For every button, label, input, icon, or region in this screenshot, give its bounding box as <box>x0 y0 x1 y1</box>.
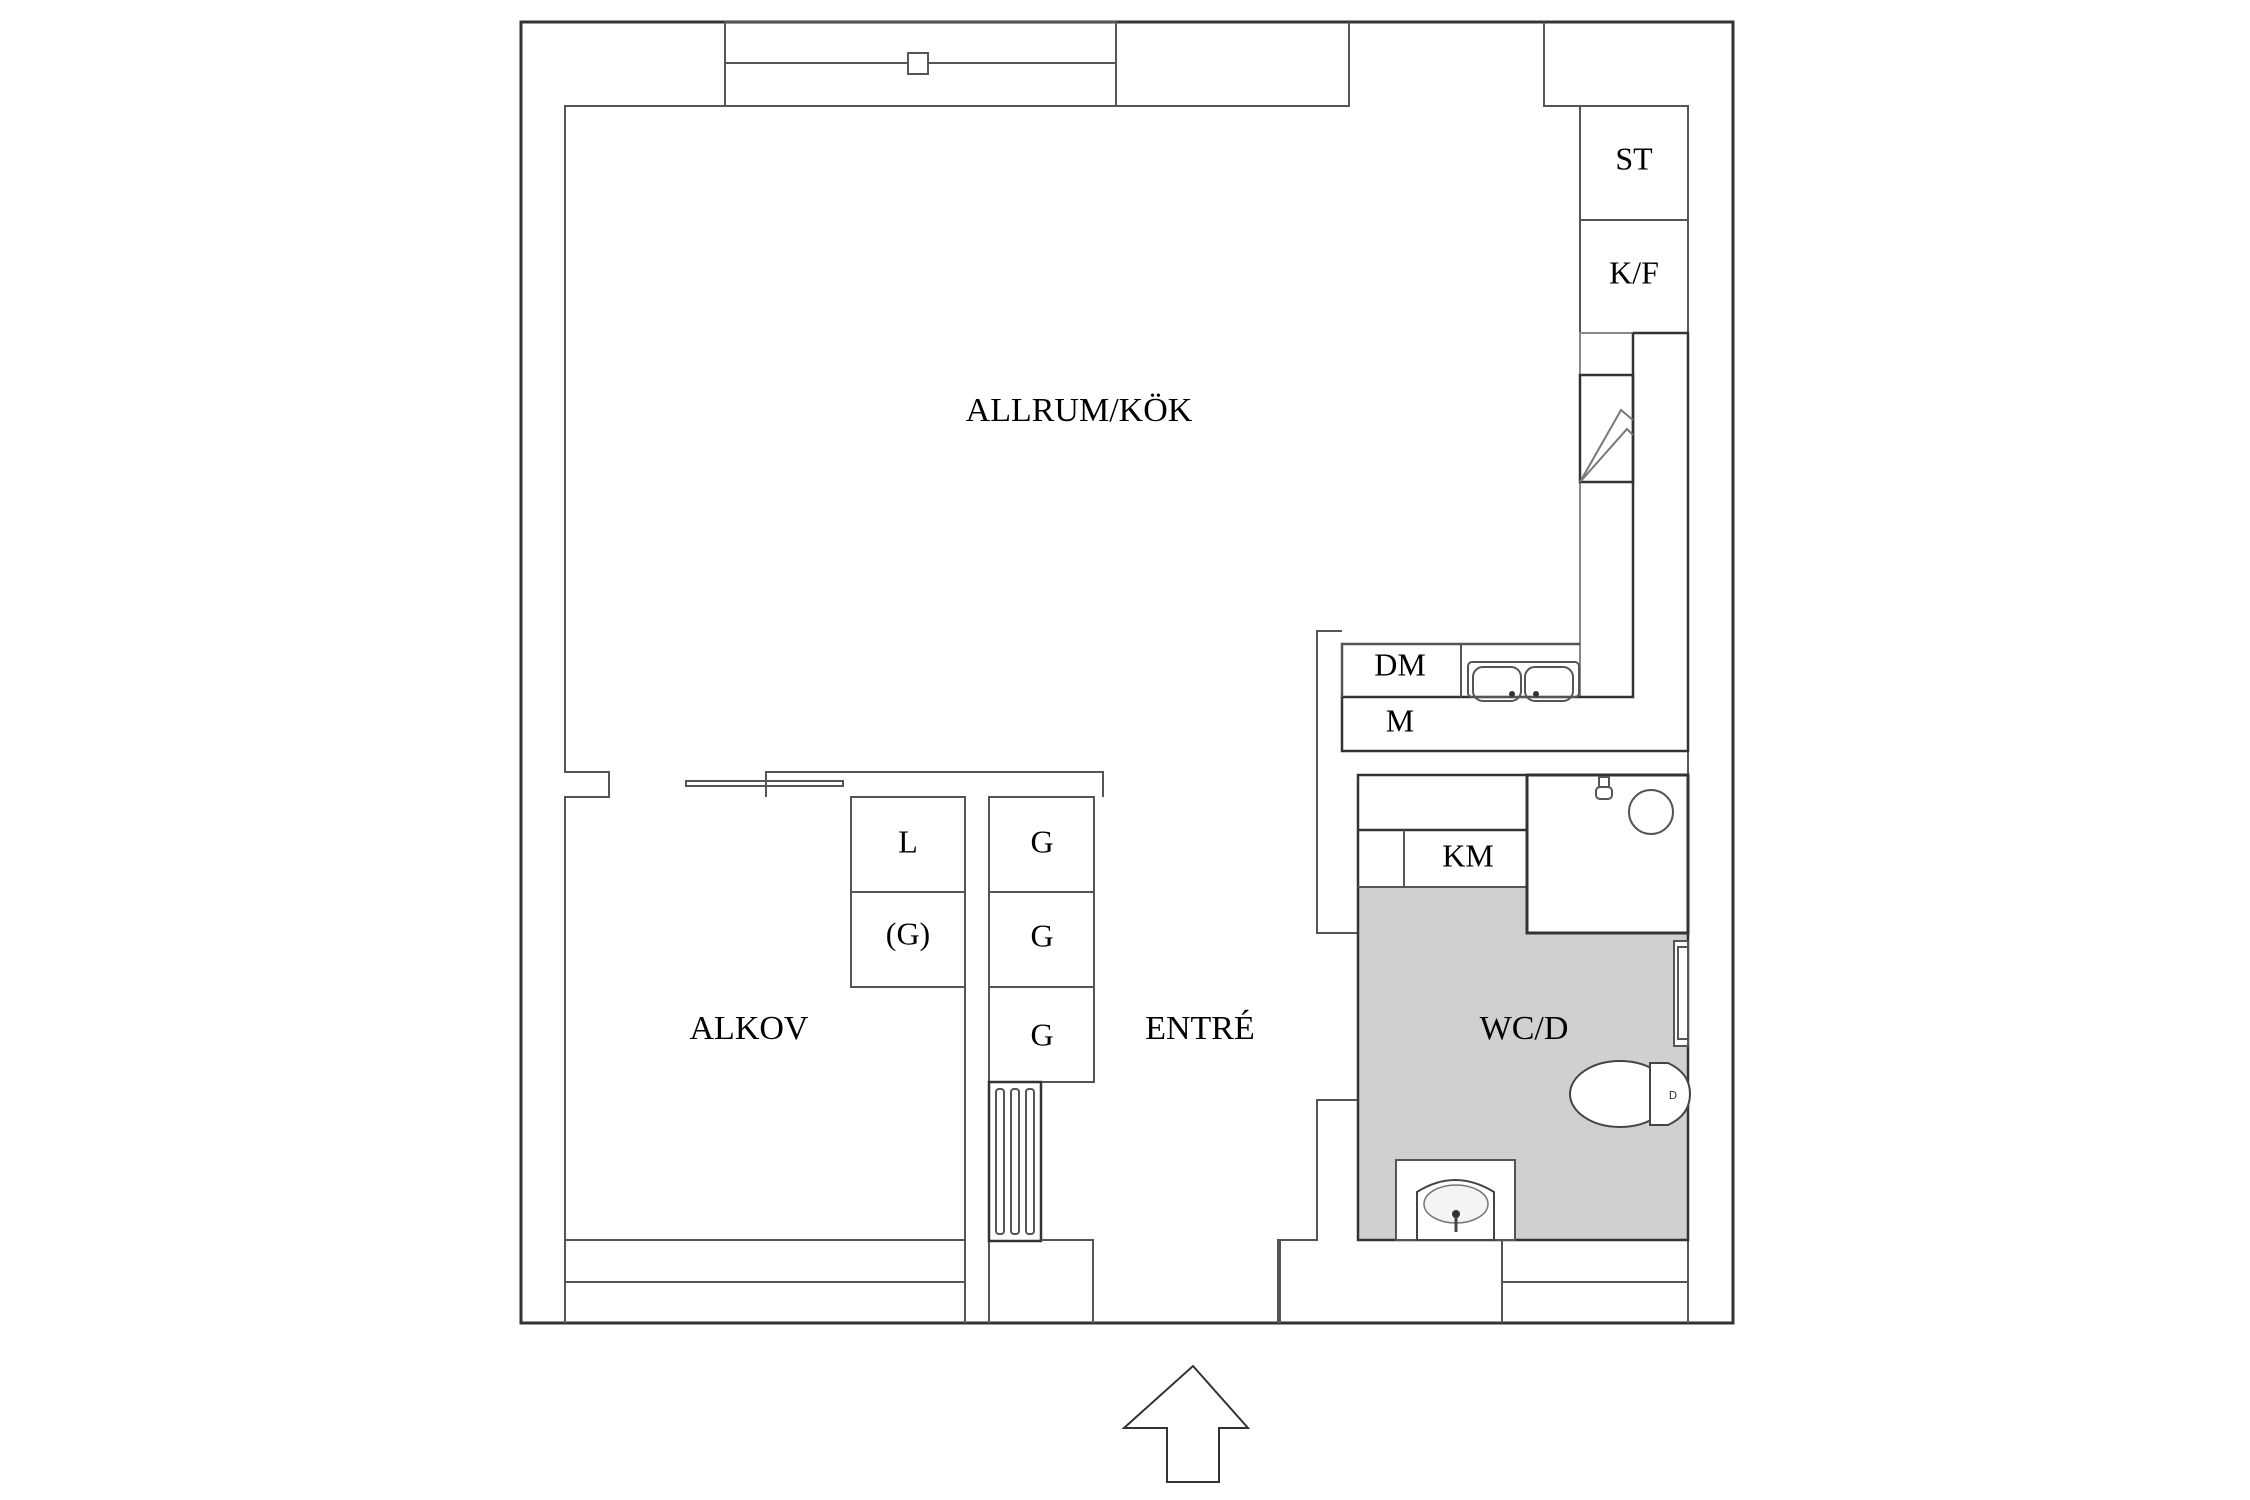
partition-wall <box>1277 630 1358 1323</box>
wardrobes-entrance: G G G <box>988 796 1095 1323</box>
bathroom-floor <box>1358 887 1688 1240</box>
outer-wall <box>519 20 1735 1325</box>
hob-icon <box>1579 408 1634 483</box>
washbasin-icon <box>1395 1159 1516 1241</box>
dishwasher-label: DM <box>1374 646 1426 682</box>
wardrobe-3-label: G <box>1030 1016 1053 1052</box>
entrance-jamb-right <box>1279 1239 1317 1323</box>
wardrobe-optional-label: (G) <box>886 915 930 951</box>
bathroom-radiator <box>1673 940 1689 1047</box>
entrance-arrow-icon <box>1121 1364 1251 1483</box>
microwave-label: M <box>1386 702 1414 738</box>
alcove-label: ALKOV <box>690 1010 809 1047</box>
closet-left: L (G) <box>850 796 966 988</box>
wardrobe-2-label: G <box>1030 917 1053 953</box>
window-alcove <box>565 1239 965 1283</box>
stove-label: ST <box>1615 140 1653 176</box>
entrance-label: ENTRÉ <box>1145 1010 1255 1047</box>
svg-text:D: D <box>1669 1089 1677 1102</box>
hob <box>1578 373 1635 484</box>
sink-icon <box>1467 661 1580 702</box>
window-top <box>724 21 1117 107</box>
kitchen-tall-units: ST K/F <box>1579 105 1689 334</box>
bathroom-label: WC/D <box>1480 1010 1569 1047</box>
kitchen-counter: DM M <box>1340 331 1690 753</box>
toilet-icon: D <box>1569 1060 1692 1128</box>
shower <box>1525 773 1690 935</box>
living-kitchen-label: ALLRUM/KÖK <box>966 392 1193 429</box>
wardrobe-1-label: G <box>1030 823 1053 859</box>
shower-head-icon <box>1595 776 1613 800</box>
shower-drain-icon <box>1628 789 1674 835</box>
fridge-freezer-label: K/F <box>1609 254 1659 290</box>
radiator-icon <box>987 1080 1043 1243</box>
entrance-jamb-left <box>1041 1239 1094 1323</box>
washing-machine-label: KM <box>1442 837 1494 873</box>
sliding-door <box>685 771 1104 797</box>
bathroom: KM WC/D D <box>1356 773 1692 1323</box>
linen-closet-label: L <box>898 823 918 859</box>
